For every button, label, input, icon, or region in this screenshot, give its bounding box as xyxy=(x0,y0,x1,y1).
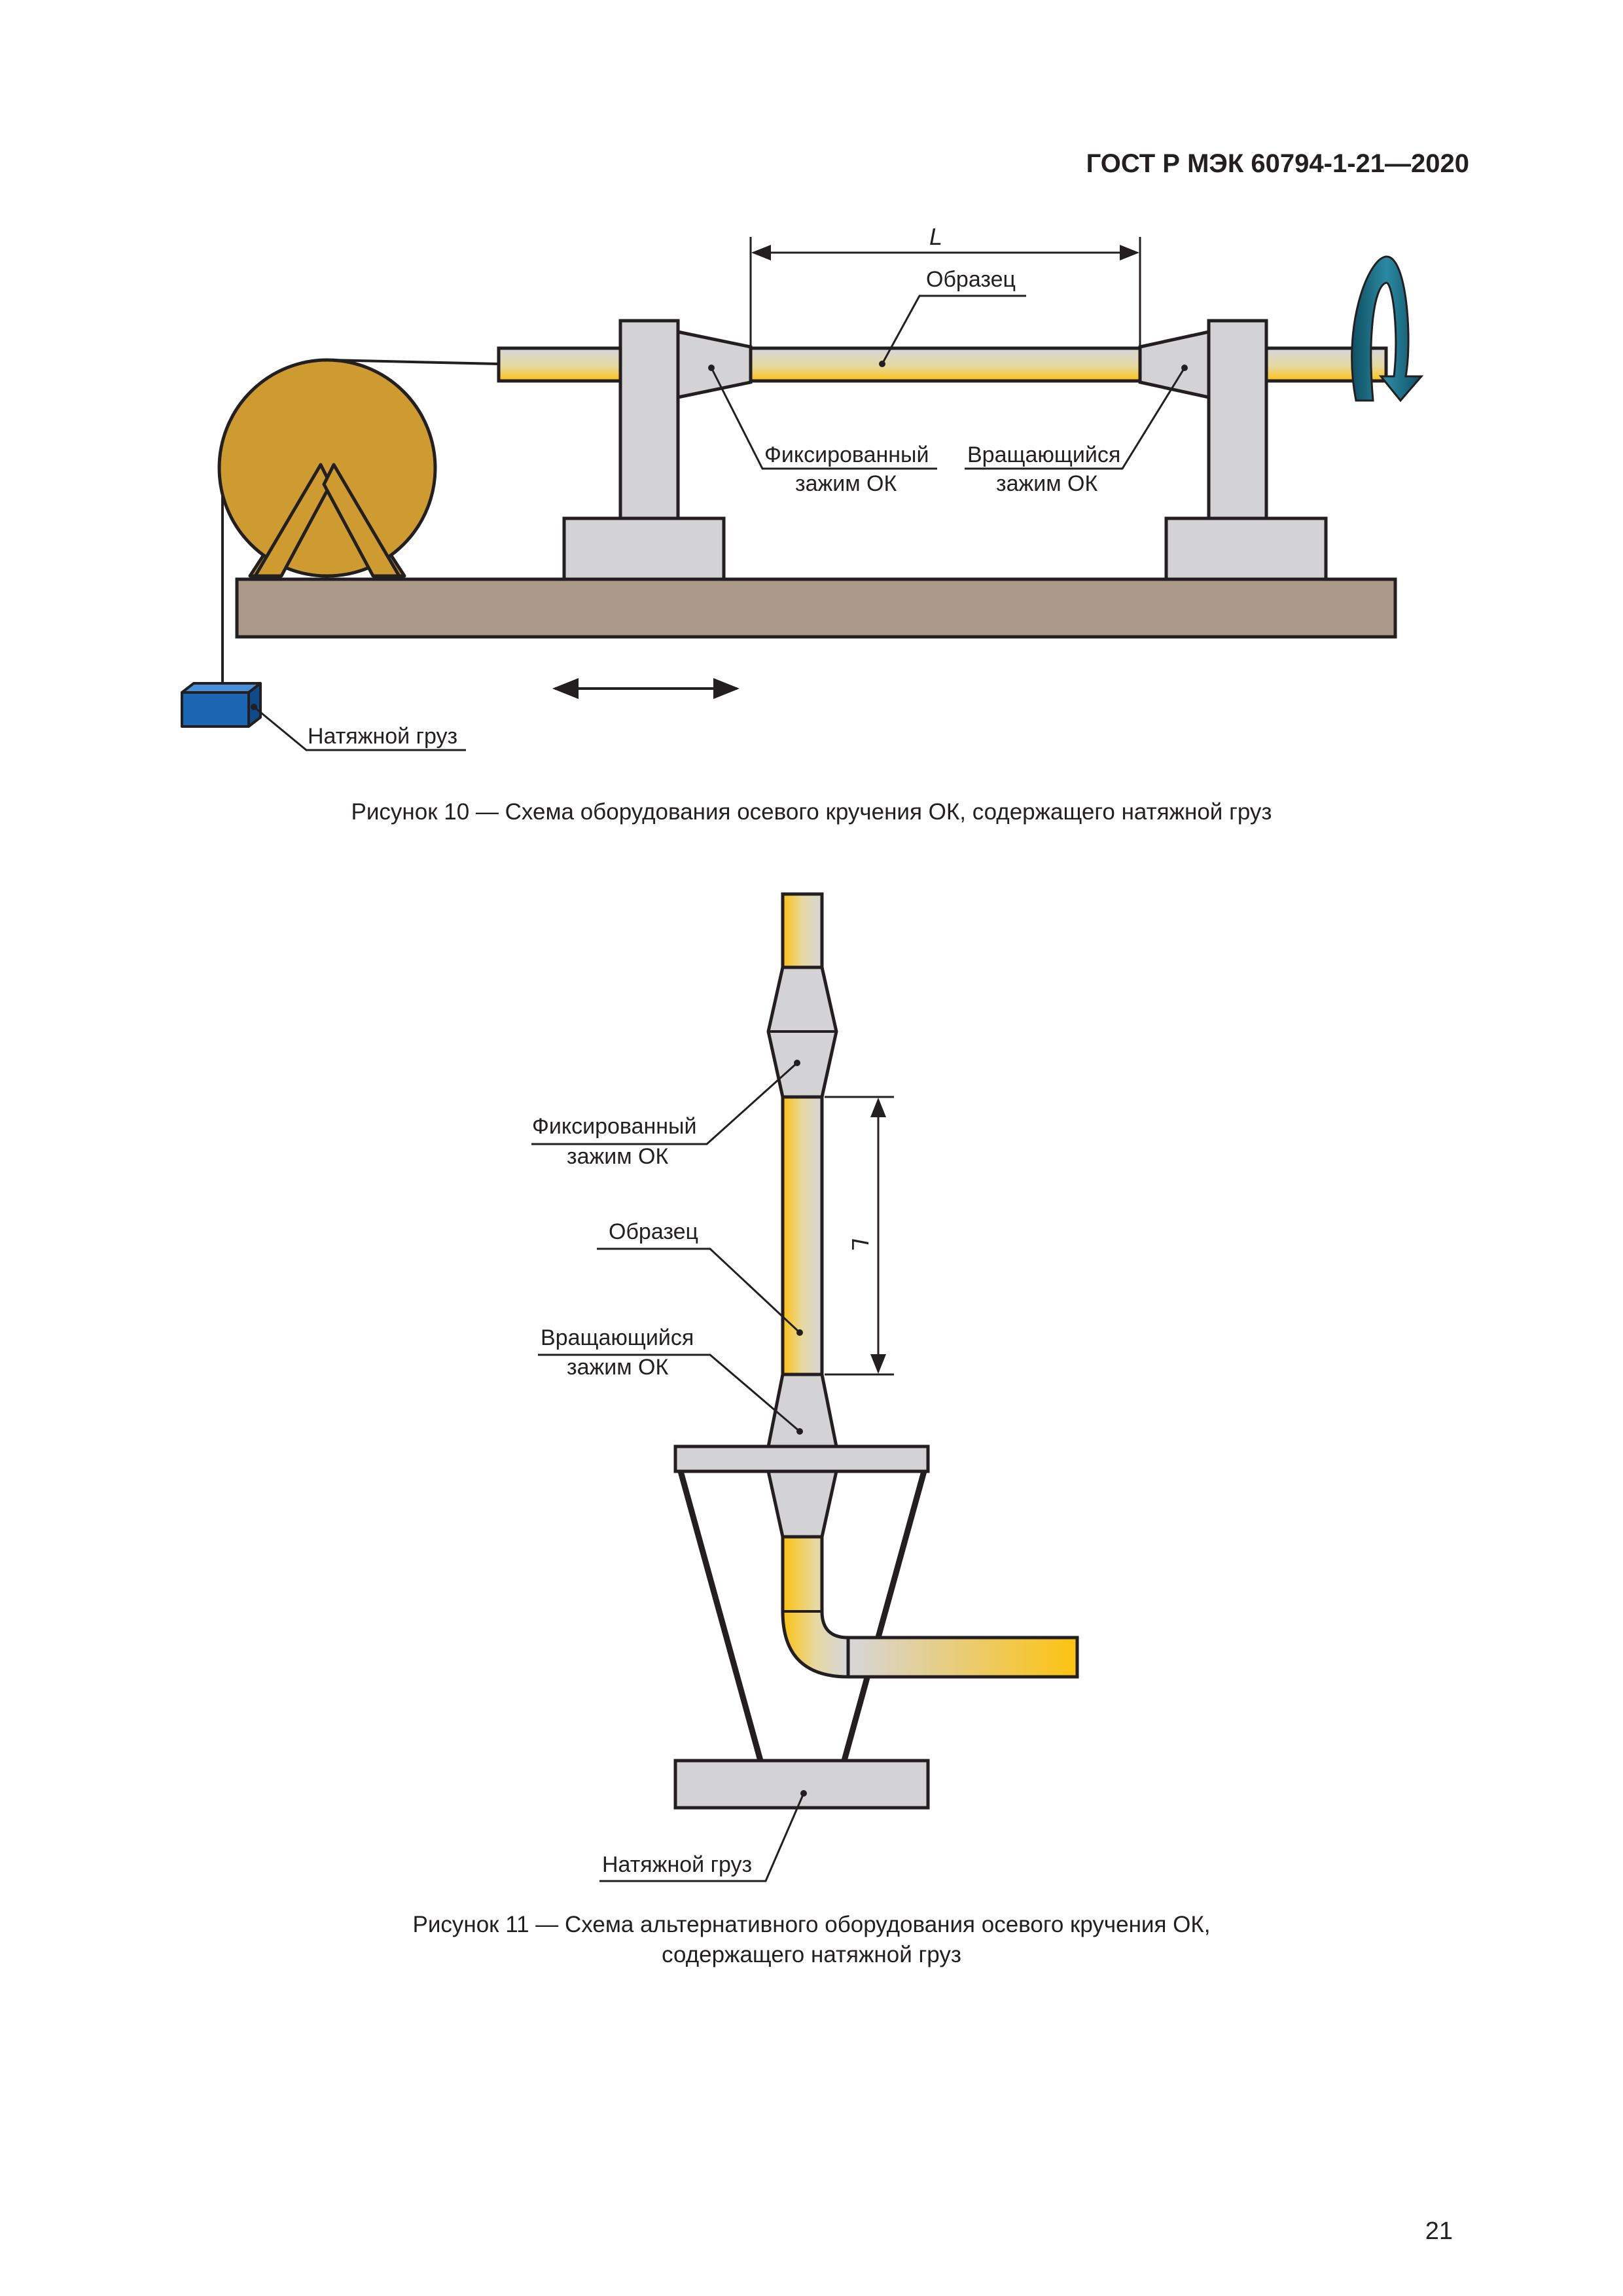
tension-wire-top xyxy=(327,359,499,365)
figure-11-caption: Рисунок 11 — Схема альтернативного обору… xyxy=(0,1910,1623,1970)
left-support xyxy=(562,319,726,581)
fixed-clamp-label-line2: зажим ОК xyxy=(795,471,897,496)
cable-top-segment xyxy=(781,892,824,969)
figure-11-diagram: L Фиксированный зажим ОК Образец Вращающ… xyxy=(531,892,1079,1882)
tension-weight xyxy=(181,682,262,728)
figure-11-caption-line2: содержащего натяжной груз xyxy=(662,1942,961,1967)
weight-frame xyxy=(677,1468,927,1764)
drum-spokes xyxy=(253,463,401,578)
rotation-arrow-icon xyxy=(1351,255,1424,403)
cable-tail xyxy=(846,1636,1079,1679)
fixed-clamp-label-line1: Фиксированный xyxy=(532,1114,696,1139)
sample-label: Образец xyxy=(926,267,1016,292)
right-support xyxy=(1164,319,1328,581)
rotating-clamp-label-line1: Вращающийся xyxy=(967,442,1120,467)
cable-bend xyxy=(781,1535,850,1679)
rotating-clamp-label-line2: зажим ОК xyxy=(996,471,1098,496)
length-label: L xyxy=(847,1238,874,1251)
lower-clamp xyxy=(766,1469,839,1539)
cable-drum xyxy=(217,358,437,578)
rotating-clamp-label-line2: зажим ОК xyxy=(567,1355,669,1380)
page-number: 21 xyxy=(1425,2217,1453,2245)
tension-weight xyxy=(673,1759,930,1810)
fixed-clamp-label-line2: зажим ОК xyxy=(567,1144,669,1169)
crossbar xyxy=(673,1444,930,1473)
figure-11-caption-line1: Рисунок 11 — Схема альтернативного обору… xyxy=(412,1912,1211,1937)
figure-10-caption: Рисунок 10 — Схема оборудования осевого … xyxy=(351,799,1272,825)
figure-10-diagram: L Образец Фиксированный зажим ОК Вращающ… xyxy=(181,223,1424,751)
fixed-clamp xyxy=(676,329,753,400)
fixed-clamp-label-line1: Фиксированный xyxy=(764,442,929,467)
weight-label: Натяжной груз xyxy=(602,1852,752,1877)
cable-left-segment xyxy=(497,346,622,383)
rotating-clamp xyxy=(766,1372,839,1448)
length-label: L xyxy=(929,223,942,250)
weight-label: Натяжной груз xyxy=(308,724,457,749)
cable-sample xyxy=(749,346,1142,383)
rotating-clamp-label-line1: Вращающийся xyxy=(541,1325,694,1350)
rotating-clamp xyxy=(1138,329,1211,400)
document-header: ГОСТ Р МЭК 60794-1-21—2020 xyxy=(1086,149,1469,178)
base-plate xyxy=(235,577,1397,639)
sample-label: Образец xyxy=(609,1219,698,1244)
